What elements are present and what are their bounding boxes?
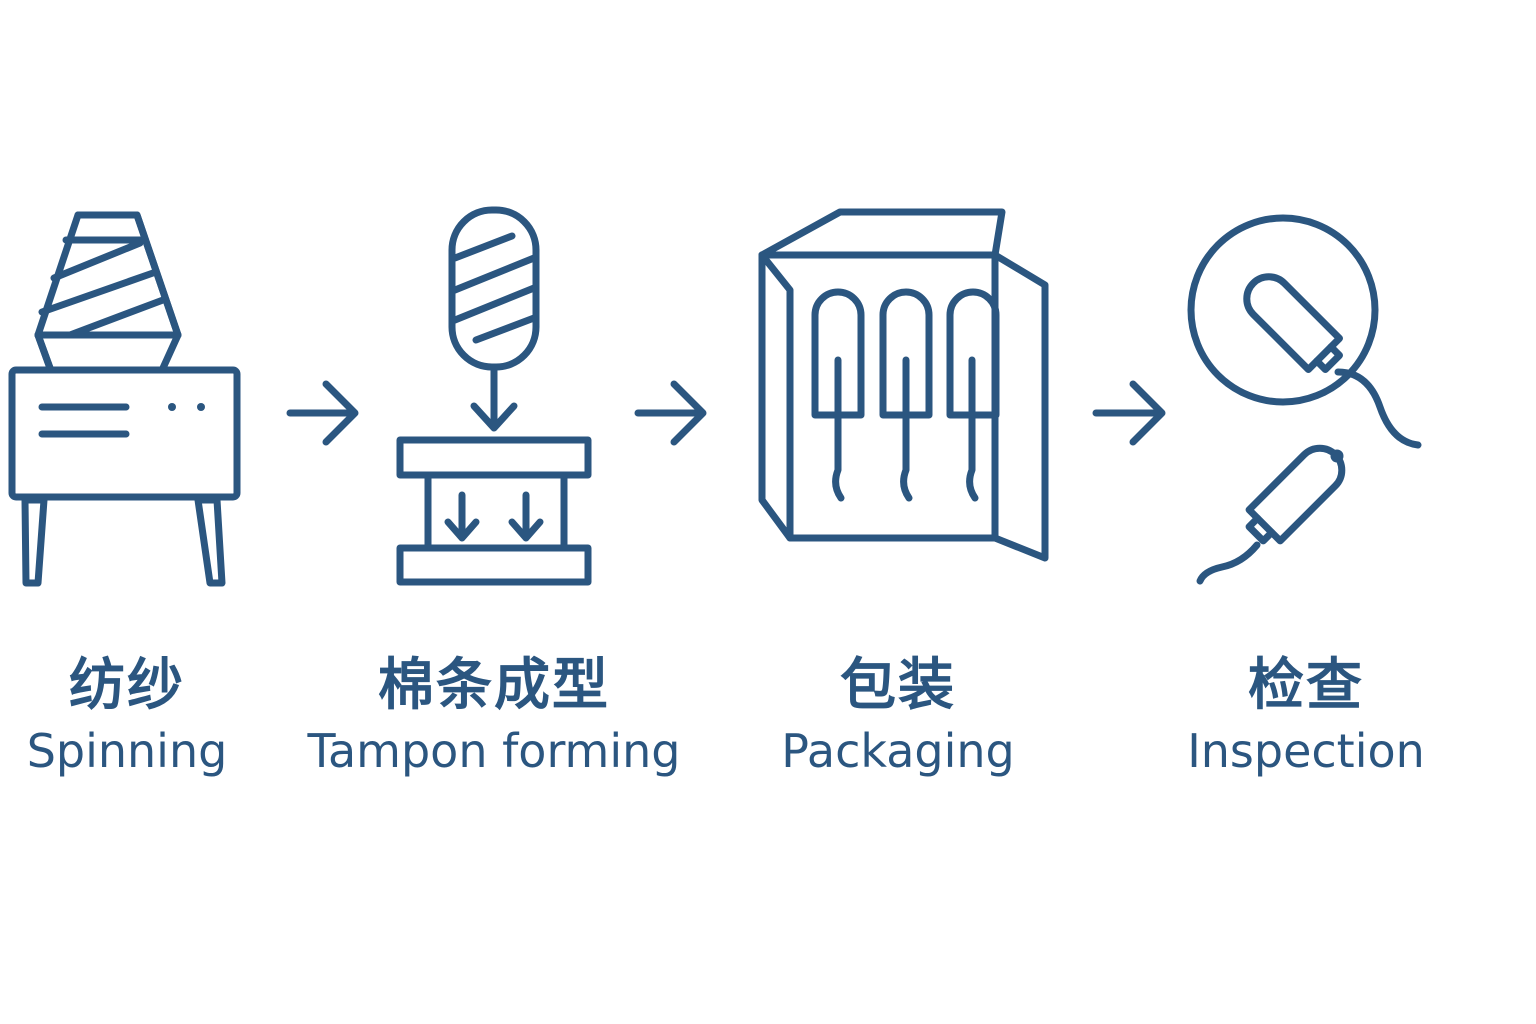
- tampon-box-icon: [758, 208, 1049, 562]
- step-title-en: Spinning: [26, 724, 228, 778]
- indicator-dot: [197, 403, 205, 411]
- step-title-zh: 包装: [840, 653, 956, 718]
- press-mold-icon: [396, 206, 592, 586]
- step-title-zh: 检查: [1248, 653, 1364, 718]
- arrow-right-icon: [634, 380, 707, 446]
- step-title-en: Tampon forming: [307, 724, 681, 778]
- step-title-zh: 棉条成型: [378, 653, 610, 718]
- step-title-en: Inspection: [1187, 724, 1425, 778]
- arrow-right-icon: [286, 380, 359, 446]
- indicator-dot: [168, 403, 176, 411]
- magnifier-tampon-icon: [1187, 214, 1422, 585]
- step-title-en: Packaging: [781, 724, 1015, 778]
- spinning-machine-icon: [8, 211, 241, 587]
- step-title-zh: 纺纱: [69, 653, 185, 718]
- arrow-right-icon: [1092, 380, 1166, 446]
